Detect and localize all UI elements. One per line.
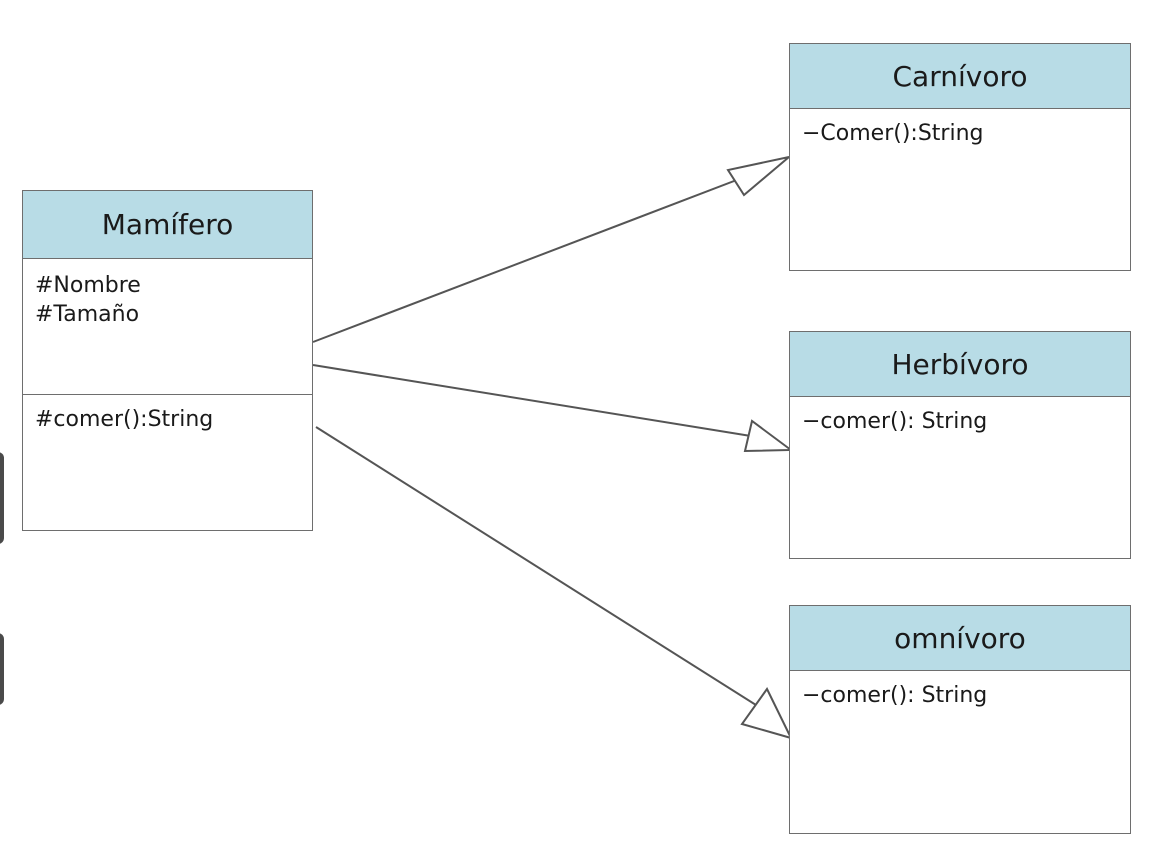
class-mamifero-title: Mamífero	[23, 191, 312, 259]
class-carnivoro-title: Carnívoro	[790, 44, 1130, 109]
attribute-nombre: #Nombre	[35, 273, 141, 298]
arrow-head-omnivoro	[740, 687, 793, 740]
edge-element-upper	[0, 452, 4, 544]
class-carnivoro-methods: −Comer():String	[790, 109, 1130, 148]
method-comer: −comer(): String	[802, 409, 988, 434]
arrow-head-carnivoro	[726, 156, 790, 197]
attribute-tamano: #Tamaño	[35, 302, 140, 327]
arrow-line-carnivoro	[312, 172, 756, 343]
class-omnivoro[interactable]: omnívoro −comer(): String	[789, 605, 1131, 834]
method-comer: −Comer():String	[802, 121, 984, 146]
class-herbivoro[interactable]: Herbívoro −comer(): String	[789, 331, 1131, 559]
arrow-head-herbivoro	[743, 419, 794, 453]
arrow-line-herbivoro	[312, 364, 758, 438]
method-comer: −comer(): String	[802, 683, 988, 708]
class-omnivoro-methods: −comer(): String	[790, 671, 1130, 710]
class-omnivoro-title: omnívoro	[790, 606, 1130, 671]
class-herbivoro-title: Herbívoro	[790, 332, 1130, 397]
class-mamifero-methods: #comer():String	[23, 394, 312, 529]
class-carnivoro[interactable]: Carnívoro −Comer():String	[789, 43, 1131, 271]
arrow-line-omnivoro	[315, 426, 768, 713]
class-herbivoro-methods: −comer(): String	[790, 397, 1130, 436]
class-mamifero-attributes: #Nombre #Tamaño	[23, 259, 312, 394]
method-comer: #comer():String	[35, 407, 214, 432]
edge-element-lower	[0, 633, 4, 705]
class-mamifero[interactable]: Mamífero #Nombre #Tamaño #comer():String	[22, 190, 313, 531]
